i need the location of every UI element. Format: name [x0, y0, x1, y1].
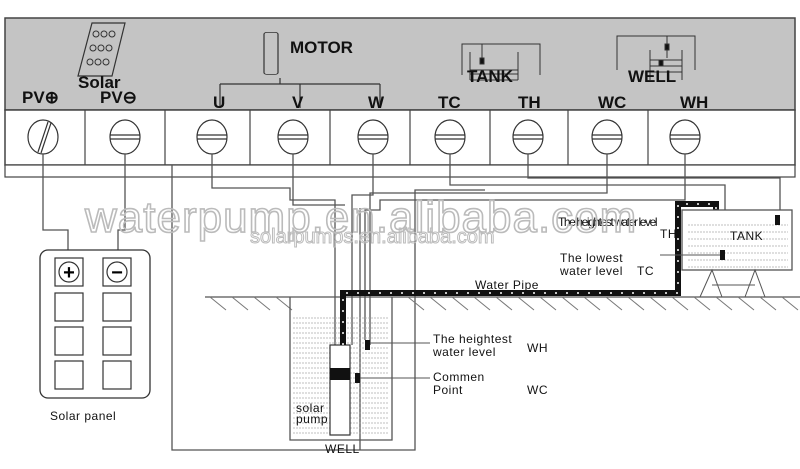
decor-line — [275, 296, 293, 311]
well-high-label-2: water level — [432, 345, 496, 359]
tank-high-code: TH — [660, 227, 677, 241]
terminal-screw-pv-plus — [27, 119, 59, 155]
terminal-label-pv-plus: PV⊕ — [22, 88, 59, 107]
well-common-label-1: Commen — [433, 370, 485, 384]
decor-line — [209, 296, 227, 311]
wiring — [42, 154, 781, 451]
solar-plus-symbol: + — [63, 262, 75, 284]
decor-line — [737, 296, 755, 311]
terminal-label-pv-minus: PV⊖ — [100, 88, 137, 107]
well-common-sensor — [355, 373, 360, 383]
decor-line — [517, 296, 535, 311]
terminal-screw-u — [196, 119, 228, 155]
tank-label: TANK — [730, 229, 763, 243]
terminal-screw-w — [357, 119, 389, 155]
decor-line — [561, 296, 579, 311]
tank-low-code: TC — [637, 264, 654, 278]
tank-icon-label: TANK — [467, 67, 514, 86]
decor-line — [649, 296, 667, 311]
decor-line — [583, 296, 601, 311]
terminal-label-u: U — [213, 93, 225, 112]
terminal-label-wh: WH — [680, 93, 708, 112]
ground — [205, 296, 800, 311]
terminal-label-v: V — [292, 93, 304, 112]
decor-line — [451, 296, 469, 311]
terminal-screw-wh — [669, 119, 701, 155]
solar-panel-icon — [77, 22, 126, 77]
decor-line — [759, 296, 777, 311]
tank-low-label-2: water level — [559, 264, 623, 278]
decor-line — [671, 296, 689, 311]
tank-high-sensor — [775, 215, 780, 225]
well-high-label-1: The heightest — [433, 332, 512, 346]
decor-line — [495, 296, 513, 311]
terminal-screw-tc — [434, 119, 466, 155]
well-common-code: WC — [527, 383, 548, 397]
decor-line — [715, 296, 733, 311]
terminal-label-w: W — [368, 93, 385, 112]
motor-icon — [219, 32, 381, 108]
tank-low-label-1: The lowest — [560, 251, 623, 265]
well-high-code: WH — [527, 341, 548, 355]
decor-line — [627, 296, 645, 311]
decor-line — [539, 296, 557, 311]
well-level-icon — [616, 35, 696, 80]
decor-line — [253, 296, 271, 311]
well: solar pump WELL The heightest water leve… — [289, 297, 548, 456]
well-high-sensor — [365, 340, 370, 350]
terminal-screw-wc — [591, 119, 623, 155]
terminal-screw-v — [277, 119, 309, 155]
well-label: WELL — [325, 442, 360, 456]
well-icon-label: WELL — [628, 67, 676, 86]
tank: TANK The heightest water level TH The lo… — [558, 209, 793, 298]
pump-label-1: solar — [296, 401, 325, 415]
terminal-label-tc: TC — [438, 93, 461, 112]
tank-level-icon — [461, 43, 541, 81]
water-pipe: Water Pipe — [340, 201, 719, 345]
terminal-screw-th — [512, 119, 544, 155]
decor-line — [781, 296, 799, 311]
terminal-label-wc: WC — [598, 93, 626, 112]
watermark-main: waterpump.en.alibaba.com — [84, 193, 637, 242]
solar-panel: + − Solar panel — [39, 249, 151, 423]
solar-label: Solar — [78, 73, 121, 92]
terminal-label-th: TH — [518, 93, 541, 112]
decor-line — [429, 296, 447, 311]
decor-line — [693, 296, 711, 311]
solar-minus-symbol: − — [111, 262, 123, 284]
terminal-screw-pv-minus — [109, 119, 141, 155]
solar-panel-label: Solar panel — [50, 409, 116, 423]
watermark-sub: solarpumps.en.alibaba.com — [250, 226, 495, 248]
motor-label: MOTOR — [290, 38, 353, 57]
controller-panel: Solar MOTOR TANK WELL PV⊕ — [4, 17, 796, 178]
solar-pump — [329, 344, 351, 436]
water-pipe-label: Water Pipe — [475, 278, 539, 292]
pump-label-2: pump — [296, 412, 328, 426]
decor-line — [407, 296, 425, 311]
tank-low-sensor — [720, 250, 725, 260]
decor-line — [231, 296, 249, 311]
decor-line — [473, 296, 491, 311]
tank-high-label: The heightest water level — [558, 215, 658, 229]
well-common-label-2: Point — [433, 383, 463, 397]
decor-line — [605, 296, 623, 311]
